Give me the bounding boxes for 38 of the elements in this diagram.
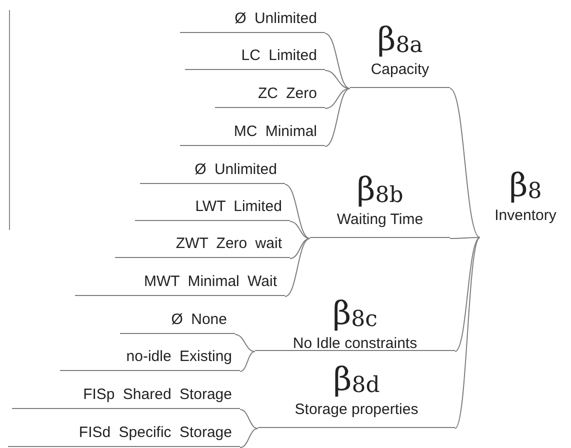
category-label: Inventory	[494, 207, 558, 225]
option-label: FISp Shared Storage	[12, 385, 240, 409]
symbol: β$_{8a}$	[377, 22, 423, 60]
symbol: β$_{8c}$	[332, 296, 378, 334]
option-label: no-idle Existing	[60, 347, 240, 371]
option-label: Ø Unlimited	[140, 160, 285, 184]
branch-line	[324, 88, 350, 147]
category-label: Capacity	[370, 61, 430, 79]
branch-line	[284, 184, 310, 239]
symbol: β$_{8d}$	[333, 362, 380, 400]
branch-line	[324, 33, 350, 89]
option-label: Ø None	[120, 310, 235, 334]
branch-line	[240, 428, 258, 448]
category-label: Storage properties	[294, 401, 420, 419]
option-label: LC Limited	[185, 46, 325, 70]
branch-line	[290, 238, 310, 259]
branch-line	[234, 334, 256, 352]
category-label: No Idle constraints	[292, 335, 418, 353]
branch-line	[450, 88, 480, 238]
option-label: ZC Zero	[215, 84, 325, 108]
symbol: β$_{8b}$	[356, 172, 404, 210]
option-label: LWT Limited	[135, 197, 290, 221]
branch-line	[284, 238, 310, 297]
option-label: Ø Unlimited	[180, 9, 325, 33]
category-label: Waiting Time	[336, 211, 424, 229]
branch-line	[324, 88, 350, 109]
option-label: MWT Minimal Wait	[75, 272, 285, 296]
option-label: FISd Specific Storage	[8, 423, 240, 447]
branch-line	[454, 237, 480, 352]
branch-line	[290, 221, 310, 239]
symbol: β$_{8}$	[509, 168, 542, 206]
branch-line	[324, 70, 350, 89]
option-label: ZWT Zero wait	[115, 234, 290, 258]
option-label: MC Minimal	[180, 122, 325, 146]
branch-line	[454, 237, 480, 429]
branch-line	[450, 237, 480, 239]
branch-line	[240, 409, 258, 429]
branch-line	[240, 351, 256, 372]
